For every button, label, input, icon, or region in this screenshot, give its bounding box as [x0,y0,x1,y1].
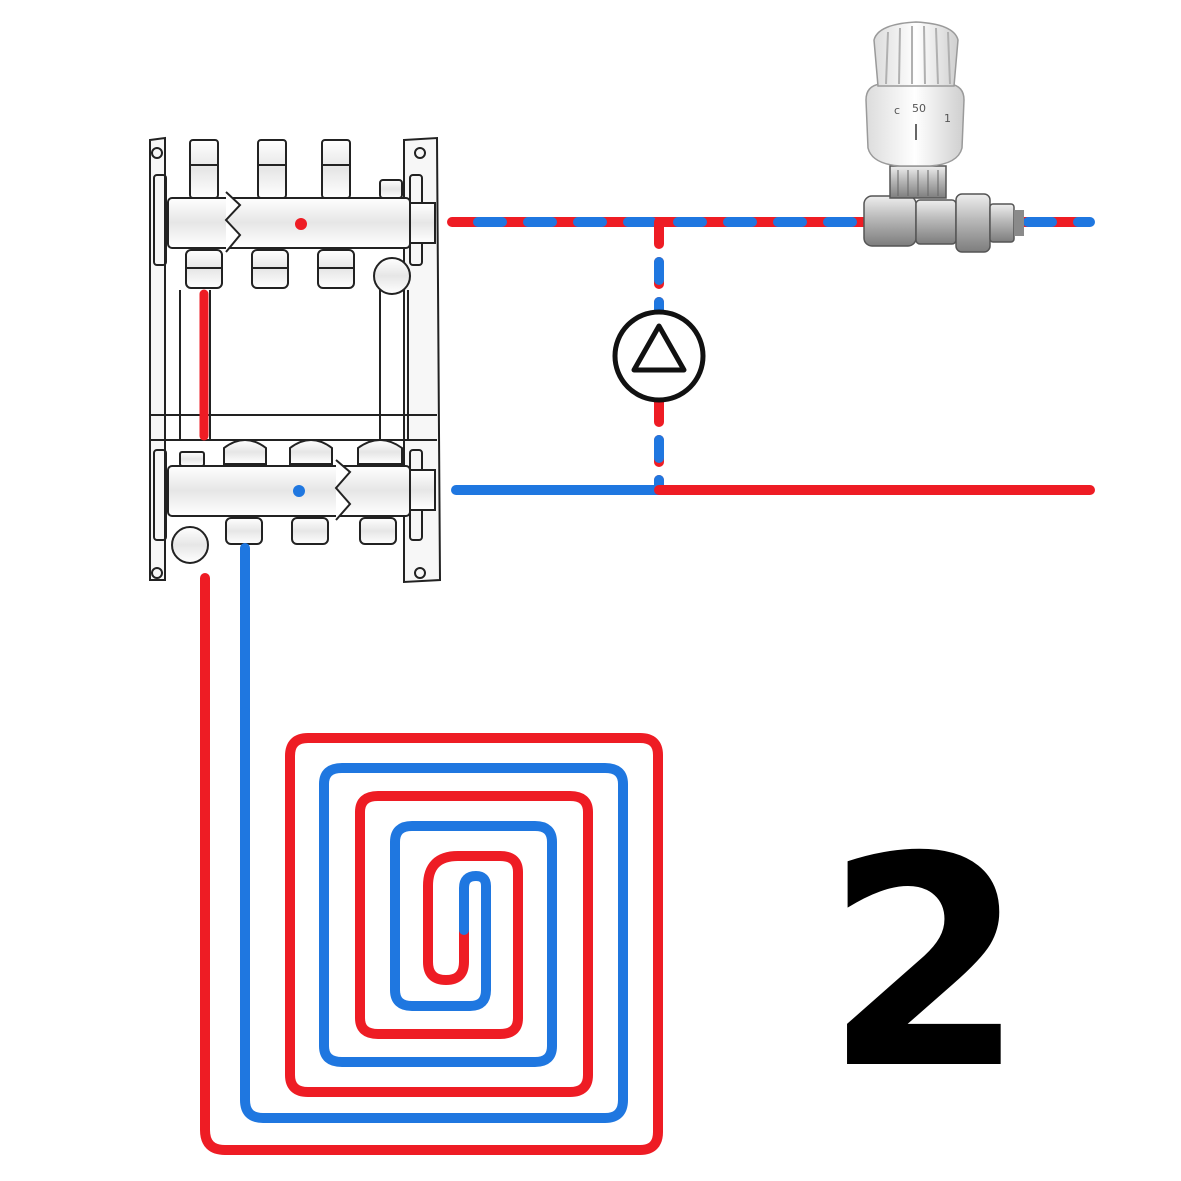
supply-flow-meters [189,139,403,199]
valve-body [863,195,917,247]
manifold [149,136,442,584]
loop-return-path [240,707,628,1123]
return-valve-caps [179,439,403,467]
dial-low-label: c [894,104,900,117]
supply-manifold-bar [167,191,436,253]
loop-supply-path [200,707,663,1155]
dial-mark-label: 1 [944,112,951,125]
supply-outlets [185,249,411,295]
floor-heating-loop [200,707,663,1155]
thermostatic-radiator-valve: c 50 1 [863,21,1024,253]
return-outlets [171,517,397,564]
return-indicator-dot [293,485,305,497]
circulation-pump-symbol [612,309,706,403]
thermostat-head: c 50 1 [865,21,965,167]
valve-union-nut [955,193,991,253]
scheme-number: 2 [824,796,1026,1133]
supply-indicator-dot [295,218,307,230]
return-manifold-bar [167,459,436,521]
pump-triangle-icon [631,323,687,373]
dial-high-label: 50 [912,102,926,115]
